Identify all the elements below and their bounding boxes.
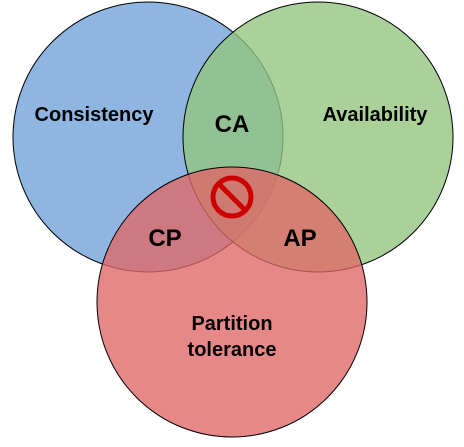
- ap-label: AP: [283, 225, 316, 252]
- partition-tolerance-circle: [96, 166, 368, 438]
- availability-label: Availability: [323, 104, 429, 126]
- partition-label-line-2: tolerance: [188, 339, 277, 361]
- prohibited-icon: [210, 175, 254, 219]
- cp-label: CP: [148, 225, 181, 252]
- partition-label-line-1: Partition: [191, 313, 272, 335]
- ca-label: CA: [215, 111, 250, 138]
- consistency-label: Consistency: [35, 104, 155, 126]
